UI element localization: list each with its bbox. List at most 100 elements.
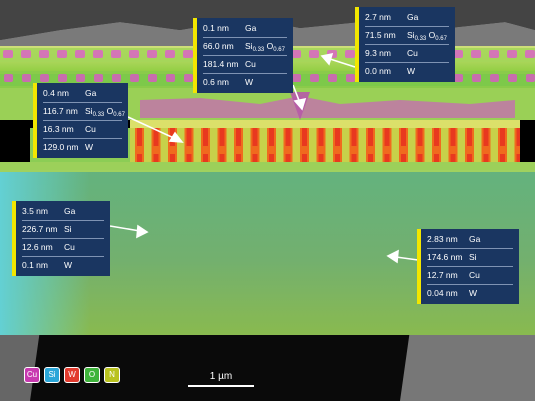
composition-row: 0.1 nm Ga	[203, 20, 287, 38]
element-symbol: Si	[407, 30, 415, 40]
thickness-value: 0.6 nm	[203, 77, 229, 87]
composition-row: 0.4 nm Ga	[43, 85, 122, 103]
composition-row: 2.83 nm Ga	[427, 231, 513, 249]
composition-row: 66.0 nm Si0.33 O0.67	[203, 38, 287, 56]
element-label: W	[469, 285, 513, 302]
composition-panel-top-center: 0.1 nm Ga 66.0 nm Si0.33 O0.67 181.4 nm Cu 0.6…	[193, 18, 293, 93]
element-label: W	[407, 63, 449, 80]
element-symbol: Si	[64, 224, 72, 234]
element-symbol: W	[469, 288, 478, 298]
composition-row: 2.7 nm Ga	[365, 9, 449, 27]
element-subscript: 0.67	[113, 112, 125, 118]
legend-chip-si: Si	[44, 367, 60, 383]
thickness-value: 0.0 nm	[365, 66, 391, 76]
thickness-value: 0.04 nm	[427, 288, 458, 298]
composition-panel-middle-right: 2.83 nm Ga 174.6 nm Si 12.7 nm Cu 0.04 nm W	[417, 229, 519, 304]
element-label: Ga	[245, 20, 287, 37]
composition-row: 0.6 nm W	[203, 74, 287, 91]
element-symbol: Cu	[64, 242, 75, 252]
composition-row: 3.5 nm Ga	[22, 203, 104, 221]
element-label: W	[64, 257, 104, 274]
element-symbol: Ga	[245, 23, 257, 33]
legend-chip-o: O	[84, 367, 100, 383]
composition-row: 116.7 nm Si0.33 O0.67	[43, 103, 125, 121]
composition-row: 129.0 nm W	[43, 139, 122, 156]
composition-row: 12.7 nm Cu	[427, 267, 513, 285]
thickness-value: 0.1 nm	[22, 260, 48, 270]
element-symbol: Ga	[64, 206, 76, 216]
composition-row: 181.4 nm Cu	[203, 56, 287, 74]
thickness-value: 2.83 nm	[427, 234, 458, 244]
composition-row: 0.04 nm W	[427, 285, 513, 302]
thickness-value: 66.0 nm	[203, 41, 234, 51]
element-symbol: O	[264, 41, 274, 51]
element-label: Si0.33 O0.67	[245, 38, 287, 55]
element-label: Ga	[469, 231, 513, 248]
thickness-value: 0.4 nm	[43, 88, 69, 98]
composition-row: 0.0 nm W	[365, 63, 449, 80]
element-label: Si0.33 O0.67	[85, 103, 125, 120]
element-label: Cu	[85, 121, 122, 138]
element-label: Cu	[469, 267, 513, 284]
thickness-value: 3.5 nm	[22, 206, 48, 216]
element-label: Si0.33 O0.67	[407, 27, 449, 44]
composition-row: 71.5 nm Si0.33 O0.67	[365, 27, 449, 45]
element-symbol: W	[245, 77, 254, 87]
thickness-value: 116.7 nm	[43, 106, 78, 116]
composition-row: 174.6 nm Si	[427, 249, 513, 267]
element-label: Ga	[407, 9, 449, 26]
element-symbol: W	[64, 260, 73, 270]
element-symbol: Cu	[407, 48, 418, 58]
element-symbol: Cu	[245, 59, 256, 69]
thickness-value: 129.0 nm	[43, 142, 79, 152]
element-symbol: Si	[469, 252, 477, 262]
composition-panel-top-right: 2.7 nm Ga 71.5 nm Si0.33 O0.67 9.3 nm Cu 0.0 n…	[355, 7, 455, 82]
element-label: Ga	[64, 203, 104, 220]
element-symbol: W	[407, 66, 416, 76]
thickness-value: 12.7 nm	[427, 270, 458, 280]
element-label: W	[85, 139, 122, 156]
scale-bar-label: 1 µm	[209, 371, 233, 382]
element-subscript: 0.67	[435, 36, 447, 42]
thickness-value: 226.7 nm	[22, 224, 58, 234]
composition-panel-middle-left: 3.5 nm Ga 226.7 nm Si 12.6 nm Cu 0.1 nm W	[12, 201, 110, 276]
element-symbol: Ga	[469, 234, 481, 244]
legend-chip-w: W	[64, 367, 80, 383]
element-label: Cu	[245, 56, 287, 73]
thickness-value: 181.4 nm	[203, 59, 239, 69]
legend-chip-cu: Cu	[24, 367, 40, 383]
scale-bar	[188, 385, 254, 387]
element-symbol: Ga	[85, 88, 97, 98]
thickness-value: 9.3 nm	[365, 48, 391, 58]
element-symbol: Si	[85, 106, 93, 116]
element-label: W	[245, 74, 287, 91]
element-label: Si	[64, 221, 104, 238]
thickness-value: 12.6 nm	[22, 242, 53, 252]
element-label: Cu	[64, 239, 104, 256]
legend-chip-n: N	[104, 367, 120, 383]
thickness-value: 0.1 nm	[203, 23, 229, 33]
thickness-value: 174.6 nm	[427, 252, 463, 262]
element-symbol: Cu	[469, 270, 480, 280]
composition-row: 9.3 nm Cu	[365, 45, 449, 63]
element-label: Ga	[85, 85, 122, 102]
thickness-value: 16.3 nm	[43, 124, 74, 134]
composition-panel-top-left: 0.4 nm Ga 116.7 nm Si0.33 O0.67 16.3 nm Cu 129…	[33, 83, 128, 158]
element-subscript: 0.33	[92, 112, 105, 118]
thickness-value: 71.5 nm	[365, 30, 396, 40]
element-symbol: Ga	[407, 12, 419, 22]
element-subscript: 0.33	[414, 36, 427, 42]
element-symbol: O	[104, 106, 114, 116]
composition-row: 12.6 nm Cu	[22, 239, 104, 257]
element-symbol: W	[85, 142, 94, 152]
element-subscript: 0.33	[252, 47, 265, 53]
element-symbol: O	[426, 30, 436, 40]
element-symbol: Cu	[85, 124, 96, 134]
thickness-value: 2.7 nm	[365, 12, 391, 22]
composition-row: 16.3 nm Cu	[43, 121, 122, 139]
composition-row: 0.1 nm W	[22, 257, 104, 274]
composition-row: 226.7 nm Si	[22, 221, 104, 239]
element-label: Si	[469, 249, 513, 266]
element-subscript: 0.67	[273, 47, 285, 53]
